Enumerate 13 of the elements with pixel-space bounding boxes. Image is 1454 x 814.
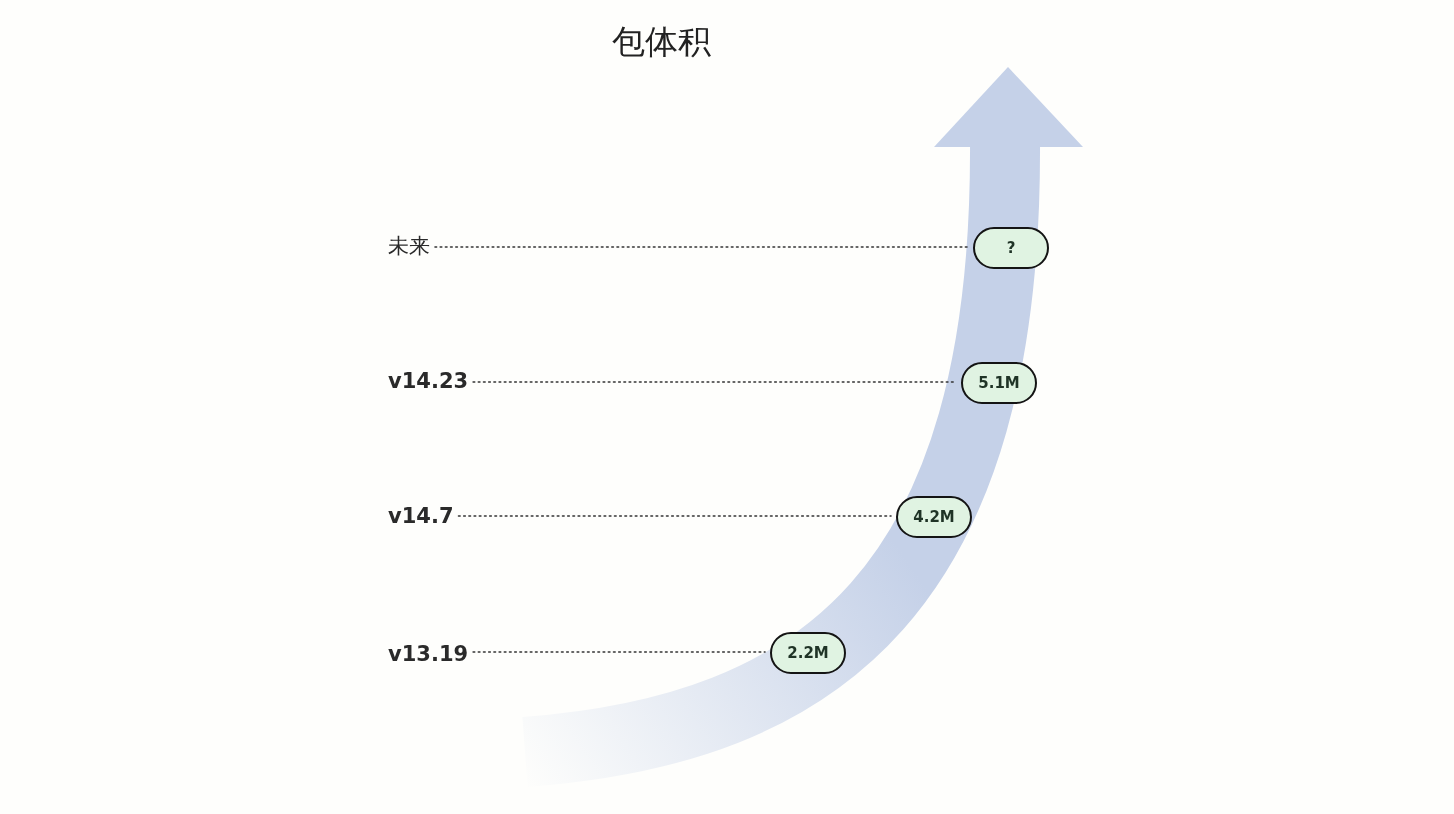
dotted-line: [472, 381, 957, 383]
size-tag: 4.2M: [896, 496, 972, 538]
dotted-line: [457, 515, 892, 517]
version-label: v13.19: [388, 640, 469, 668]
size-tag: ?: [973, 227, 1049, 269]
version-label: v14.23: [388, 367, 469, 395]
version-label: v14.7: [388, 502, 454, 530]
size-tag: 2.2M: [770, 632, 846, 674]
dotted-line: [472, 651, 766, 653]
dotted-line: [434, 246, 969, 248]
version-label: 未来: [388, 232, 430, 260]
size-tag: 5.1M: [961, 362, 1037, 404]
title: 包体积: [612, 22, 711, 62]
